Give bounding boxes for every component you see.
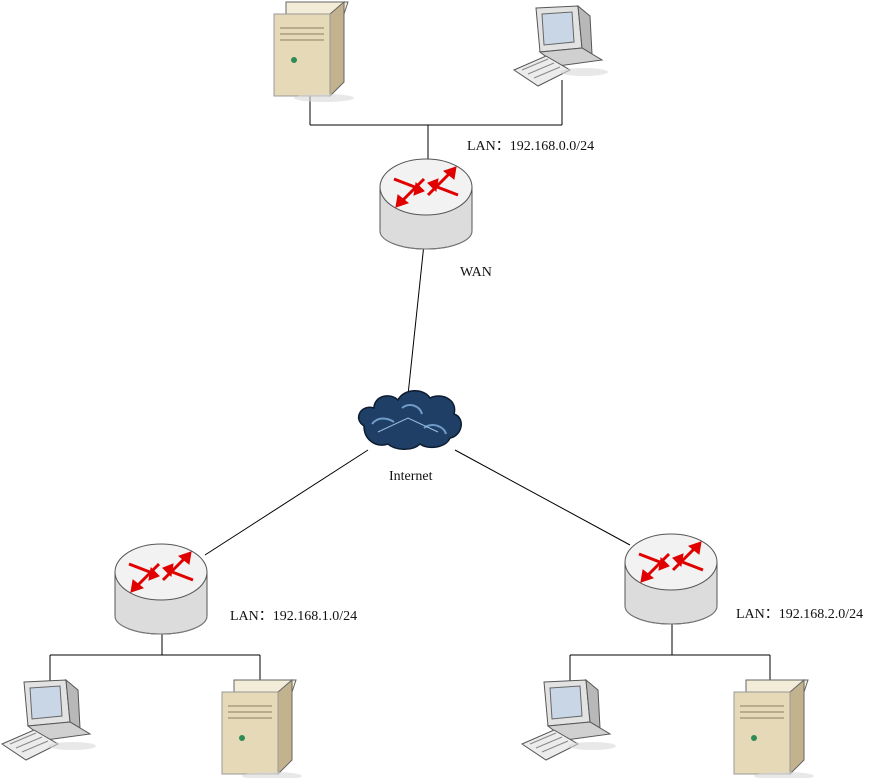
left-lan-label: LAN：192.168.1.0/24 — [230, 609, 358, 624]
workstation-icon — [513, 5, 609, 87]
server-icon — [273, 1, 355, 103]
wan-uplink — [407, 224, 427, 396]
cloud-left-link — [204, 449, 369, 556]
cloud-icon — [357, 390, 462, 450]
right-lan-label: LAN：192.168.2.0/24 — [736, 607, 864, 622]
server-icon — [733, 679, 815, 778]
top-lan-label: LAN：192.168.0.0/24 — [467, 139, 595, 154]
workstation-icon — [521, 679, 617, 761]
internet-label: Internet — [389, 469, 433, 484]
wan-label: WAN — [460, 265, 492, 280]
router-icon — [113, 542, 209, 636]
cloud-right-link — [454, 449, 631, 546]
server-icon — [221, 679, 303, 778]
router-icon — [623, 532, 719, 626]
workstation-icon — [1, 679, 97, 761]
router-icon — [378, 157, 474, 251]
